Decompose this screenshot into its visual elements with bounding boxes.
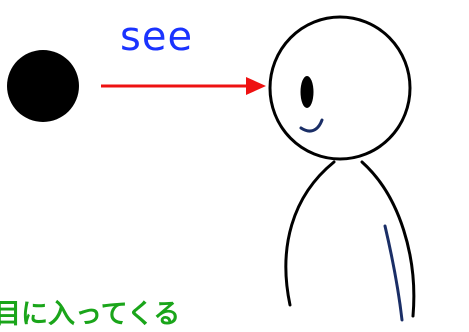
arm-line bbox=[383, 224, 404, 322]
sight-arrow bbox=[101, 77, 266, 95]
body-right-contour bbox=[360, 160, 416, 318]
stick-figure-person-icon bbox=[268, 15, 416, 322]
eye bbox=[300, 76, 314, 108]
mouth bbox=[299, 118, 324, 133]
body-left-contour bbox=[284, 160, 336, 307]
verb-label: see bbox=[120, 14, 193, 60]
black-ball-icon bbox=[7, 50, 79, 122]
head bbox=[268, 15, 412, 161]
caption: 目に入ってくる bbox=[0, 299, 180, 330]
